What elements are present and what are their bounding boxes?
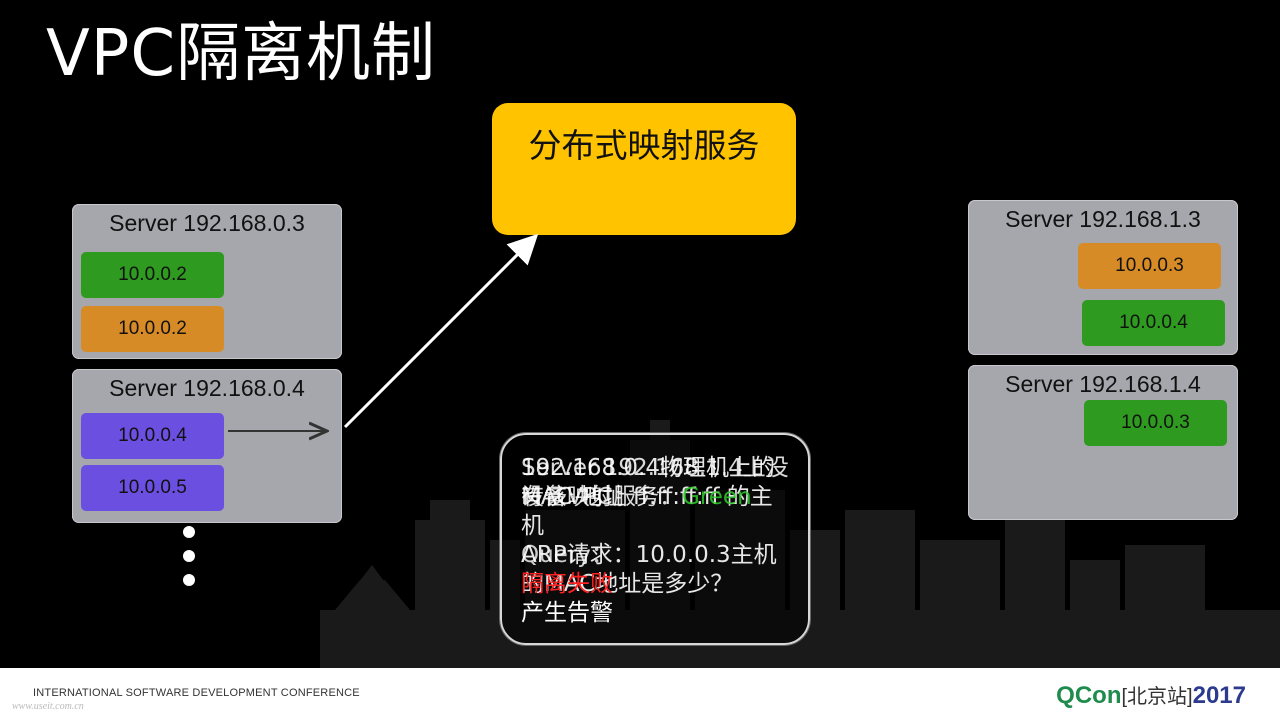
vm-box: 10.0.0.4 bbox=[81, 413, 224, 459]
server-box-192-168-0-4: Server 192.168.0.4 10.0.0.4 10.0.0.5 bbox=[72, 369, 342, 523]
vm-box: 10.0.0.5 bbox=[81, 465, 224, 511]
arp-query-callout: 192.168.0.4物理机上的MAC 地址 ff:ff:ff:ff 的主机 A… bbox=[500, 433, 810, 645]
more-servers-ellipsis bbox=[183, 526, 195, 598]
vm-ip: 10.0.0.3 bbox=[1121, 412, 1190, 433]
callout-text-layer: ARP请求：10.0.0.3主机的MAC地址是多少？ bbox=[521, 542, 777, 597]
arrows-layer bbox=[228, 233, 539, 668]
vm-box: 10.0.0.3 bbox=[1078, 243, 1221, 289]
vm-box: 10.0.0.2 bbox=[81, 306, 224, 352]
vm-ip: 10.0.0.3 bbox=[1115, 255, 1184, 276]
conference-name: INTERNATIONAL SOFTWARE DEVELOPMENT CONFE… bbox=[33, 687, 360, 699]
green-vpc-label: Green bbox=[682, 484, 752, 510]
callout-text-layer: 192.168.0.4物理机上的MAC 地址 ff:ff:ff:ff 的主机 bbox=[521, 455, 775, 539]
isolation-failed-text: 隔离失败 bbox=[521, 571, 613, 597]
vm-ip: 10.0.0.4 bbox=[118, 425, 187, 446]
vm-ip: 10.0.0.4 bbox=[1119, 312, 1188, 333]
vm-box: 10.0.0.3 bbox=[1084, 400, 1227, 446]
vm-box: 10.0.0.4 bbox=[1082, 300, 1225, 346]
server-box-192-168-1-4: Server 192.168.1.4 10.0.0.3 bbox=[968, 365, 1238, 520]
logo-q: Q bbox=[1056, 682, 1075, 709]
conference-footer: INTERNATIONAL SOFTWARE DEVELOPMENT CONFE… bbox=[0, 668, 1280, 720]
server-label: Server 192.168.1.4 bbox=[1005, 371, 1201, 397]
ellipsis-dot bbox=[183, 526, 195, 538]
vm-ip: 10.0.0.2 bbox=[118, 318, 187, 339]
server-label: Server 192.168.0.3 bbox=[109, 210, 305, 236]
callout-text-layer: 隔离失败 bbox=[521, 570, 791, 599]
vm-ip: 10.0.0.5 bbox=[118, 477, 187, 498]
vm-box: 10.0.0.2 bbox=[81, 252, 224, 298]
logo-city: [北京站] bbox=[1121, 686, 1193, 708]
logo-year: 2017 bbox=[1192, 682, 1246, 709]
server-box-192-168-0-3: Server 192.168.0.3 10.0.0.2 10.0.0.2 bbox=[72, 204, 342, 359]
qcon-logo: QCon[北京站]2017 bbox=[1056, 680, 1246, 710]
server-label: Server 192.168.0.4 bbox=[109, 375, 305, 401]
page-title: VPC隔离机制 bbox=[46, 17, 437, 91]
mapping-service-label: 分布式映射服务 bbox=[528, 126, 760, 165]
distributed-mapping-service-box: 分布式映射服务 bbox=[492, 103, 796, 235]
callout-text-layer: 产生告警 bbox=[521, 600, 613, 626]
ellipsis-dot bbox=[183, 574, 195, 586]
callout-text-layer: Server 192.168.1.4上没有该VPC bbox=[521, 455, 789, 510]
slide-canvas: VPC隔离机制 分布式映射服务 Server 192.168.0.3 10.0.… bbox=[46, 17, 1280, 668]
callout-text-layer: Query： bbox=[521, 542, 614, 568]
callout-text: 设备映射服务：Green bbox=[521, 484, 752, 510]
callout-text-layer: 设备映射服务：Green bbox=[521, 483, 791, 512]
ellipsis-dot bbox=[183, 550, 195, 562]
vm-ip: 10.0.0.2 bbox=[118, 264, 187, 285]
arrow-to-mapping-service bbox=[343, 233, 539, 429]
server-label: Server 192.168.1.3 bbox=[1005, 206, 1201, 232]
watermark: www.useit.com.cn bbox=[12, 701, 84, 712]
logo-con: Con bbox=[1074, 682, 1122, 709]
server-box-192-168-1-3: Server 192.168.1.3 10.0.0.3 10.0.0.4 bbox=[968, 200, 1238, 355]
